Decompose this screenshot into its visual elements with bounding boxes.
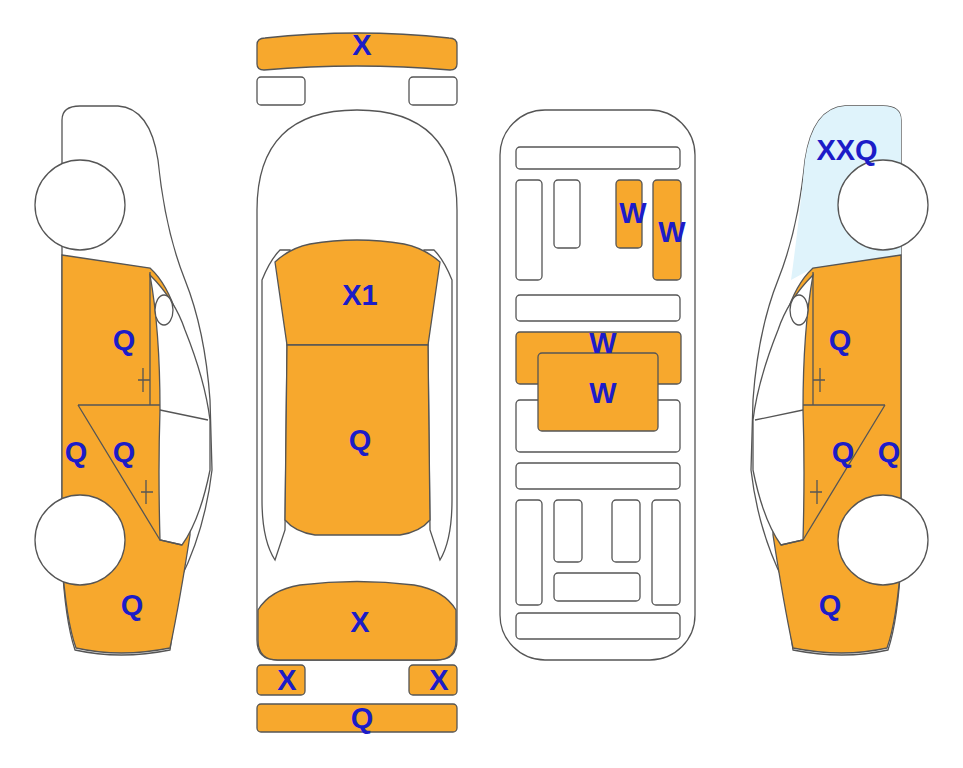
damage-code: X <box>352 31 371 60</box>
damage-code: X1 <box>342 281 377 310</box>
damage-code: XXQ <box>816 136 877 165</box>
damage-code: W <box>619 199 646 228</box>
damage-code: X <box>429 666 448 695</box>
damage-code: Q <box>113 438 136 467</box>
damage-code: Q <box>819 591 842 620</box>
left-side-view <box>35 106 212 655</box>
interior-view <box>500 110 695 660</box>
damage-code: X <box>277 666 296 695</box>
damage-code: W <box>589 329 616 358</box>
right-side-view <box>751 106 928 655</box>
damage-code: W <box>658 218 685 247</box>
damage-code: Q <box>832 438 855 467</box>
damage-code: Q <box>878 438 901 467</box>
top-view <box>257 33 457 732</box>
damage-code: W <box>589 379 616 408</box>
damage-code: Q <box>351 704 374 733</box>
damage-code: Q <box>829 326 852 355</box>
damage-code: Q <box>121 591 144 620</box>
damage-code: Q <box>113 326 136 355</box>
damage-code: Q <box>349 426 372 455</box>
damage-code: Q <box>65 438 88 467</box>
damage-code: X <box>350 608 369 637</box>
